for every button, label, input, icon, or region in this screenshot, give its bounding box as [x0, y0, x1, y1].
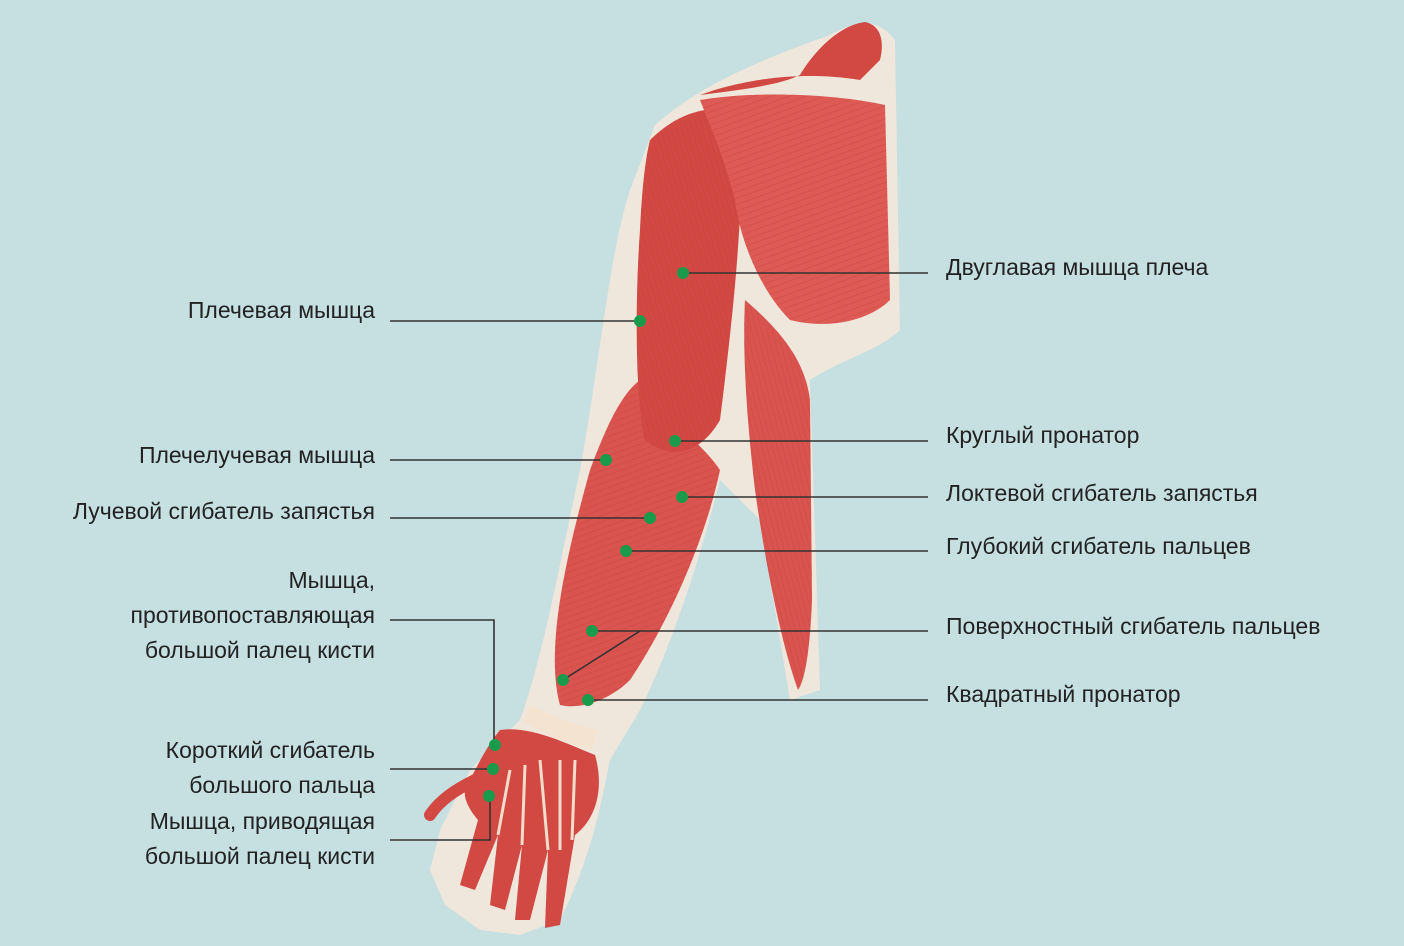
opponens-pollicis-marker-dot — [489, 739, 501, 751]
flexor-digitorum-superficialis-marker-dot — [586, 625, 598, 637]
flexor-carpi-radialis-label: Лучевой сгибатель запястья — [73, 494, 375, 529]
flexor-carpi-radialis-marker-dot — [644, 512, 656, 524]
brachioradialis-marker-dot — [600, 454, 612, 466]
opponens-pollicis-label-line: противопоставляющая — [131, 598, 375, 633]
adductor-pollicis-label-line: большой палец кисти — [145, 839, 375, 874]
pronator-teres-marker-dot — [669, 435, 681, 447]
flexor-digitorum-superficialis-leader-line-branch — [563, 631, 640, 680]
flexor-carpi-ulnaris-marker-dot — [676, 491, 688, 503]
pronator-quadratus-label-line: Квадратный пронатор — [946, 677, 1181, 712]
brachialis-label: Плечевая мышца — [188, 293, 375, 328]
adductor-pollicis-marker-dot — [483, 790, 495, 802]
opponens-pollicis-label-line: большой палец кисти — [131, 633, 375, 668]
flexor-digitorum-superficialis-label-line: Поверхностный сгибатель пальцев — [946, 609, 1320, 644]
brachioradialis-label: Плечелучевая мышца — [139, 438, 375, 473]
biceps-brachii-marker-dot — [677, 267, 689, 279]
biceps-brachii-label: Двуглавая мышца плеча — [946, 250, 1208, 285]
flexor-pollicis-brevis-label-line: Короткий сгибатель — [166, 733, 375, 768]
pronator-quadratus-marker-dot — [582, 694, 594, 706]
opponens-pollicis-leader-line — [390, 620, 494, 745]
flexor-carpi-ulnaris-label: Локтевой сгибатель запястья — [946, 476, 1258, 511]
adductor-pollicis-leader-line — [390, 797, 490, 840]
opponens-pollicis-label-line: Мышца, — [131, 563, 375, 598]
pronator-teres-label-line: Круглый пронатор — [946, 418, 1139, 453]
flexor-pollicis-brevis-marker-dot — [487, 763, 499, 775]
flexor-digitorum-profundus-label: Глубокий сгибатель пальцев — [946, 529, 1251, 564]
flexor-digitorum-profundus-marker-dot — [620, 545, 632, 557]
flexor-digitorum-profundus-label-line: Глубокий сгибатель пальцев — [946, 529, 1251, 564]
flexor-digitorum-superficialis-marker-dot-2 — [557, 674, 569, 686]
flexor-digitorum-superficialis-label: Поверхностный сгибатель пальцев — [946, 609, 1320, 644]
brachialis-marker-dot — [634, 315, 646, 327]
flexor-carpi-radialis-label-line: Лучевой сгибатель запястья — [73, 494, 375, 529]
adductor-pollicis-label-line: Мышца, приводящая — [145, 804, 375, 839]
biceps-brachii-label-line: Двуглавая мышца плеча — [946, 250, 1208, 285]
pronator-teres-label: Круглый пронатор — [946, 418, 1139, 453]
brachialis-label-line: Плечевая мышца — [188, 293, 375, 328]
flexor-pollicis-brevis-label-line: большого пальца — [166, 768, 375, 803]
flexor-carpi-ulnaris-label-line: Локтевой сгибатель запястья — [946, 476, 1258, 511]
pronator-quadratus-label: Квадратный пронатор — [946, 677, 1181, 712]
brachioradialis-label-line: Плечелучевая мышца — [139, 438, 375, 473]
